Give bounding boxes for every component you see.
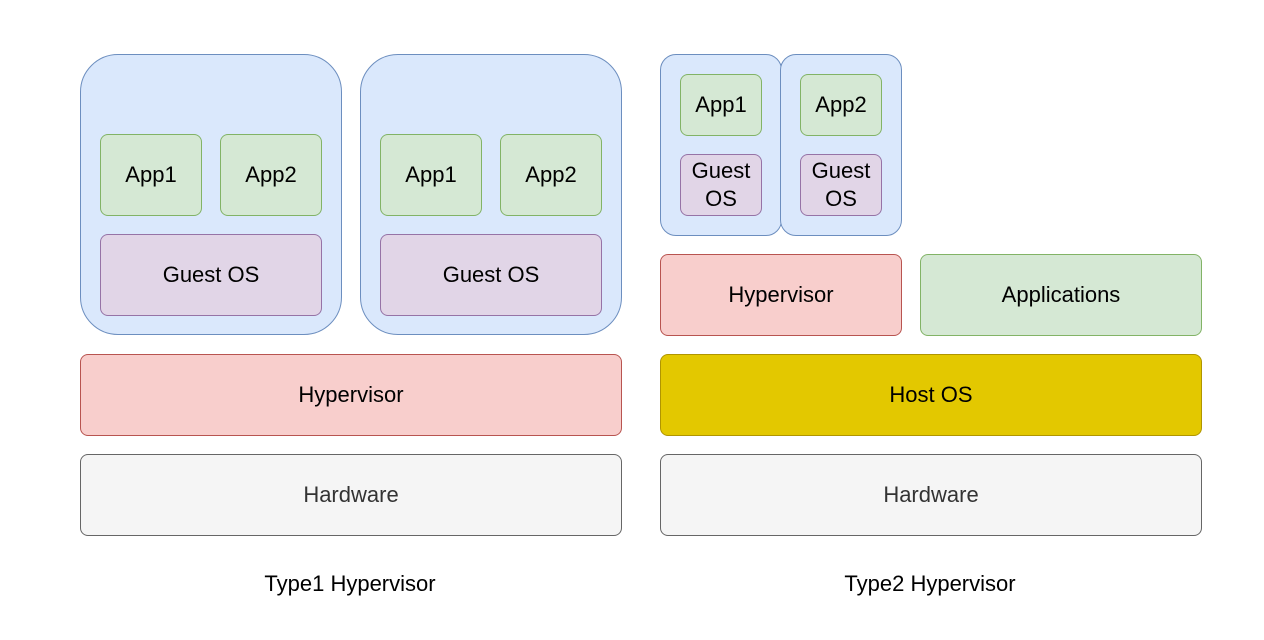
- type2-caption: Type2 Hypervisor: [844, 571, 1016, 596]
- type2-hardware: Hardware: [660, 454, 1202, 536]
- type2-applications: Applications: [920, 254, 1202, 336]
- type1-vm1-app1: App1: [100, 134, 202, 216]
- type2-vm2-app: App2: [800, 74, 882, 136]
- type1-vm1-guest-os: Guest OS: [100, 234, 322, 316]
- type1-hardware: Hardware: [80, 454, 622, 536]
- type2-vm1-guest-os: Guest OS: [680, 154, 762, 216]
- type1-hypervisor: Hypervisor: [80, 354, 622, 436]
- type2-vm1-app: App1: [680, 74, 762, 136]
- type2-hypervisor: Hypervisor: [660, 254, 902, 336]
- type2-host-os: Host OS: [660, 354, 1202, 436]
- type2-vm2-guest-os: Guest OS: [800, 154, 882, 216]
- type1-vm2-app1: App1: [380, 134, 482, 216]
- type1-vm2-app2: App2: [500, 134, 602, 216]
- type1-vm2-guest-os: Guest OS: [380, 234, 602, 316]
- type1-caption: Type1 Hypervisor: [264, 571, 436, 596]
- type1-vm1-app2: App2: [220, 134, 322, 216]
